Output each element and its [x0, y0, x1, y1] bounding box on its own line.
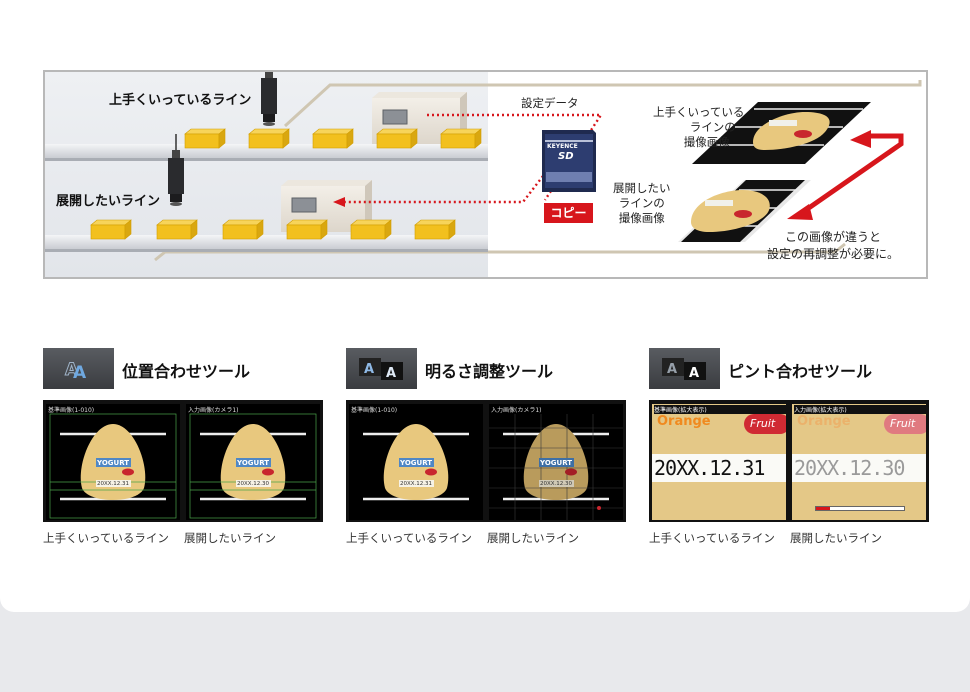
- pane-caption: 基準画像(1-010): [351, 407, 398, 414]
- svg-text:A: A: [65, 360, 79, 380]
- camera-top: [261, 72, 277, 126]
- date-label: 20XX.12.30: [540, 481, 573, 487]
- caption-good-line: 上手くいっているライン: [346, 531, 472, 545]
- brand-label: YOGURT: [97, 459, 130, 467]
- line-deployment-diagram: 上手くいっているライン 展開したいライン 設定データ KEYENCE SD コピ…: [43, 70, 928, 279]
- input-image-pane: 入力画像(カメラ1) YOGURT 20XX.12.30: [186, 404, 320, 520]
- captured-image-good: [692, 102, 871, 164]
- fruit-badge: Fruit: [884, 414, 926, 434]
- date-text-blurred: 20XX.12.30: [794, 456, 905, 480]
- sd-card-graphic: [542, 130, 596, 192]
- label-settings-data: 設定データ: [521, 96, 579, 110]
- orange-word: Orange: [657, 414, 711, 429]
- tool-title: ピント合わせツール: [728, 362, 873, 381]
- label-image-deploy-line1: 展開したい: [613, 181, 671, 195]
- caption-deploy-line: 展開したいライン: [790, 531, 882, 545]
- tool-screen: 基準画像(1-010) YOGURT 20XX.12.31 入力画像(カメラ1): [346, 400, 626, 522]
- svg-text:A: A: [364, 362, 374, 377]
- diagram-illustration: [45, 72, 922, 262]
- label-deploy-line: 展開したいライン: [56, 194, 161, 209]
- focus-meter-fill: [816, 507, 830, 510]
- date-label: 20XX.12.30: [237, 481, 270, 487]
- caption-good-line: 上手くいっているライン: [649, 531, 775, 545]
- caption-good-line: 上手くいっているライン: [43, 531, 169, 545]
- date-label: 20XX.12.31: [400, 481, 433, 487]
- focus-meter: [815, 506, 905, 511]
- label-image-deploy: 展開したい ラインの 撮像画像: [613, 181, 671, 226]
- label-good-line: 上手くいっているライン: [109, 93, 252, 108]
- label-image-good-line2: ラインの: [689, 120, 736, 134]
- camera-bottom: [168, 134, 184, 206]
- input-image-pane: 入力画像(拡大表示) Orange Fruit 20XX.12.30: [792, 404, 926, 520]
- content-card: 上手くいっているライン 展開したいライン 設定データ KEYENCE SD コピ…: [0, 0, 970, 612]
- label-image-good-line3: 撮像画像: [683, 135, 730, 149]
- brand-label: YOGURT: [400, 459, 433, 467]
- label-image-good: 上手くいっている ラインの 撮像画像: [653, 105, 744, 150]
- label-image-good-line1: 上手くいっている: [653, 105, 745, 119]
- date-text: 20XX.12.31: [654, 456, 765, 480]
- captured-image-deploy: [678, 180, 811, 242]
- tool-title: 位置合わせツール: [122, 362, 251, 381]
- tool-screen: 基準画像(拡大表示) Orange Fruit 20XX.12.31 入力画像(…: [649, 400, 929, 522]
- recalibration-note: この画像が違うと 設定の再調整が必要に。: [767, 229, 899, 263]
- pane-caption: 入力画像(カメラ1): [491, 407, 542, 414]
- pane-caption: 基準画像(1-010): [48, 407, 95, 414]
- recalibration-note-line1: この画像が違うと: [785, 230, 882, 244]
- reference-image-pane: 基準画像(拡大表示) Orange Fruit 20XX.12.31: [652, 404, 786, 520]
- reference-image-pane: 基準画像(1-010) YOGURT 20XX.12.31: [349, 404, 483, 520]
- date-label: 20XX.12.31: [97, 481, 130, 487]
- input-image-pane: 入力画像(カメラ1) YOGURT 20XX.12.30: [489, 404, 623, 520]
- svg-text:A: A: [73, 363, 87, 381]
- caption-deploy-line: 展開したいライン: [487, 531, 579, 545]
- tool-screen: 基準画像(1-010) YOGURT 20XX.12.31 入力画像(カメラ1): [43, 400, 323, 522]
- sd-card-logo: SD: [558, 151, 574, 162]
- label-image-deploy-line2: ラインの: [618, 196, 665, 210]
- tool-title: 明るさ調整ツール: [425, 362, 554, 381]
- recalibration-note-line2: 設定の再調整が必要に。: [767, 247, 900, 261]
- svg-text:A: A: [689, 366, 699, 381]
- label-image-deploy-line3: 撮像画像: [618, 211, 665, 225]
- reference-image-pane: 基準画像(1-010) YOGURT 20XX.12.31: [46, 404, 180, 520]
- orange-word: Orange: [797, 414, 851, 429]
- fruit-badge: Fruit: [744, 414, 786, 434]
- caption-deploy-line: 展開したいライン: [184, 531, 276, 545]
- pane-caption: 基準画像(拡大表示): [654, 405, 786, 414]
- brand-label: YOGURT: [540, 459, 573, 467]
- pane-caption: 入力画像(カメラ1): [188, 407, 239, 414]
- pane-caption: 入力画像(拡大表示): [794, 405, 926, 414]
- sd-card-brand: KEYENCE: [547, 143, 578, 150]
- svg-text:A: A: [667, 362, 677, 377]
- svg-text:A: A: [386, 366, 396, 381]
- copy-badge: コピー: [544, 203, 593, 223]
- brand-label: YOGURT: [237, 459, 270, 467]
